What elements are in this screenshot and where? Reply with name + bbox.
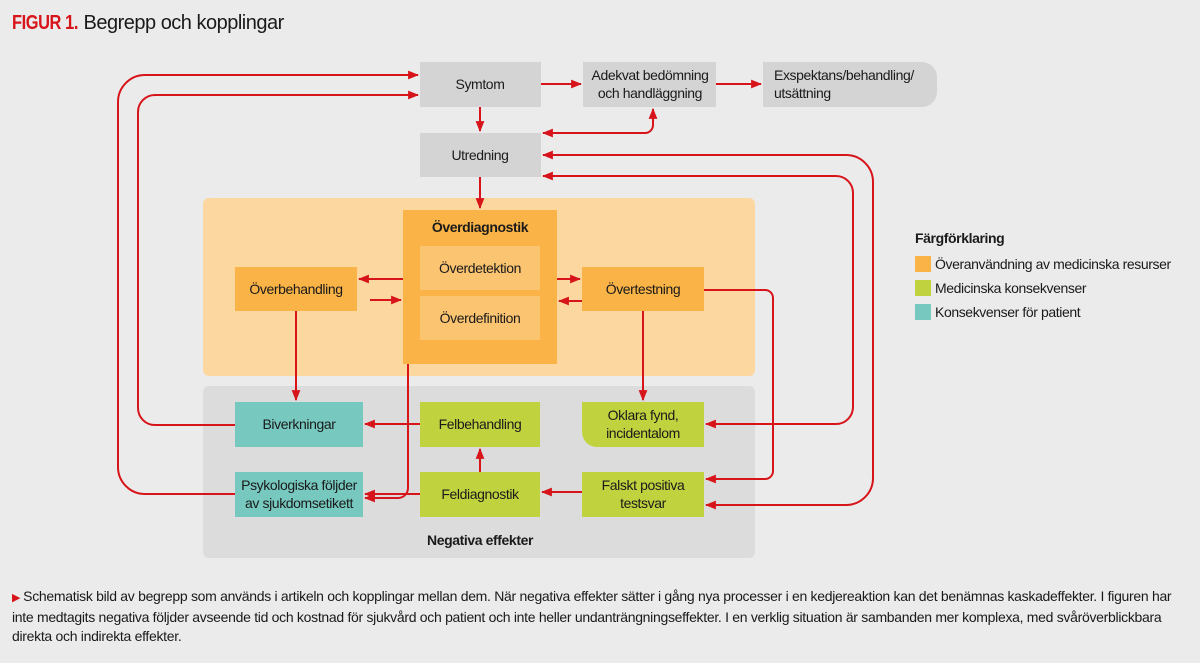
legend-swatch-teal <box>915 304 931 320</box>
arrow-psykologiska-loop-to-symtom <box>117 70 420 495</box>
felbehandling-label: Felbehandling <box>439 416 522 432</box>
arrow-overdiagnostik-to-psykologiska <box>363 364 409 503</box>
feldiagnostik-label: Feldiagnostik <box>441 486 520 502</box>
legend-label: Konsekvenser för patient <box>935 304 1081 320</box>
legend-item-medical: Medicinska konsekvenser <box>915 276 1171 300</box>
caption-marker-icon: ▶ <box>12 592 21 604</box>
biverkningar-box <box>235 402 363 447</box>
arrow-overtestning-to-falskt-positiva <box>704 289 774 484</box>
feldiagnostik-box <box>420 472 540 517</box>
psykologiska-label-line2: av sjukdomsetikett <box>245 495 353 511</box>
exspektans-label-line1: Exspektans/behandling/ <box>774 67 914 83</box>
figure-heading: Begrepp och kopplingar <box>83 12 285 34</box>
overbehandling-label: Överbehandling <box>249 280 342 297</box>
legend-swatch-orange <box>915 256 931 272</box>
adekvat-label-line1: Adekvat bedömning <box>592 67 709 83</box>
biverkningar-label: Biverkningar <box>262 416 336 432</box>
concept-diagram: Symtom Adekvat bedömning och handläggnin… <box>117 62 937 558</box>
falskt-positiva-label-line1: Falskt positiva <box>602 477 685 493</box>
adekvat-box <box>583 62 716 107</box>
overdetektion-box <box>420 246 540 290</box>
overdefinition-box <box>420 296 540 340</box>
overdetektion-label: Överdetektion <box>439 259 521 276</box>
arrow-biverkningar-loop-to-symtom <box>137 90 420 426</box>
oklara-fynd-label-line1: Oklara fynd, <box>608 407 679 423</box>
figure-title: FIGUR 1. Begrepp och kopplingar <box>12 12 284 35</box>
color-legend: Färgförklaring Överanvändning av medicin… <box>915 230 1171 324</box>
overdiagnostik-label: Överdiagnostik <box>432 219 529 235</box>
arrow-falskt-positiva-loop-to-utredning <box>541 150 874 510</box>
overtestning-label: Övertestning <box>606 280 681 297</box>
legend-item-patient: Konsekvenser för patient <box>915 300 1171 324</box>
caption-text: Schematisk bild av begrepp som används i… <box>12 588 1172 644</box>
figure-caption: ▶Schematisk bild av begrepp som används … <box>12 587 1192 646</box>
arrow-oklara-fynd-loop-to-utredning <box>541 171 854 429</box>
utredning-label: Utredning <box>451 147 508 163</box>
felbehandling-box <box>420 402 540 447</box>
legend-title: Färgförklaring <box>915 230 1005 246</box>
falskt-positiva-label-line2: testsvar <box>620 495 667 511</box>
adekvat-label-line2: och handläggning <box>598 85 702 101</box>
legend-swatch-green <box>915 280 931 296</box>
negativa-effekter-label: Negativa effekter <box>427 532 534 548</box>
arrow-utredning-adekvat-bidirectional <box>541 107 658 138</box>
overdefinition-label: Överdefinition <box>440 309 521 326</box>
utredning-box <box>420 133 541 177</box>
connector-group <box>117 70 874 510</box>
legend-label: Medicinska konsekvenser <box>935 280 1087 296</box>
psykologiska-box <box>235 472 363 517</box>
symtom-box <box>420 62 541 107</box>
legend-label: Överanvändning av medicinska resurser <box>935 256 1171 272</box>
exspektans-box <box>763 62 937 107</box>
symtom-label: Symtom <box>456 76 505 92</box>
figure-label: FIGUR 1. <box>12 12 78 34</box>
psykologiska-label-line1: Psykologiska följder <box>241 477 357 493</box>
overbehandling-box <box>235 267 357 311</box>
legend-item-overuse: Överanvändning av medicinska resurser <box>915 252 1171 276</box>
oklara-fynd-label-line2: incidentalom <box>606 425 680 441</box>
exspektans-label-line2: utsättning <box>774 85 831 101</box>
